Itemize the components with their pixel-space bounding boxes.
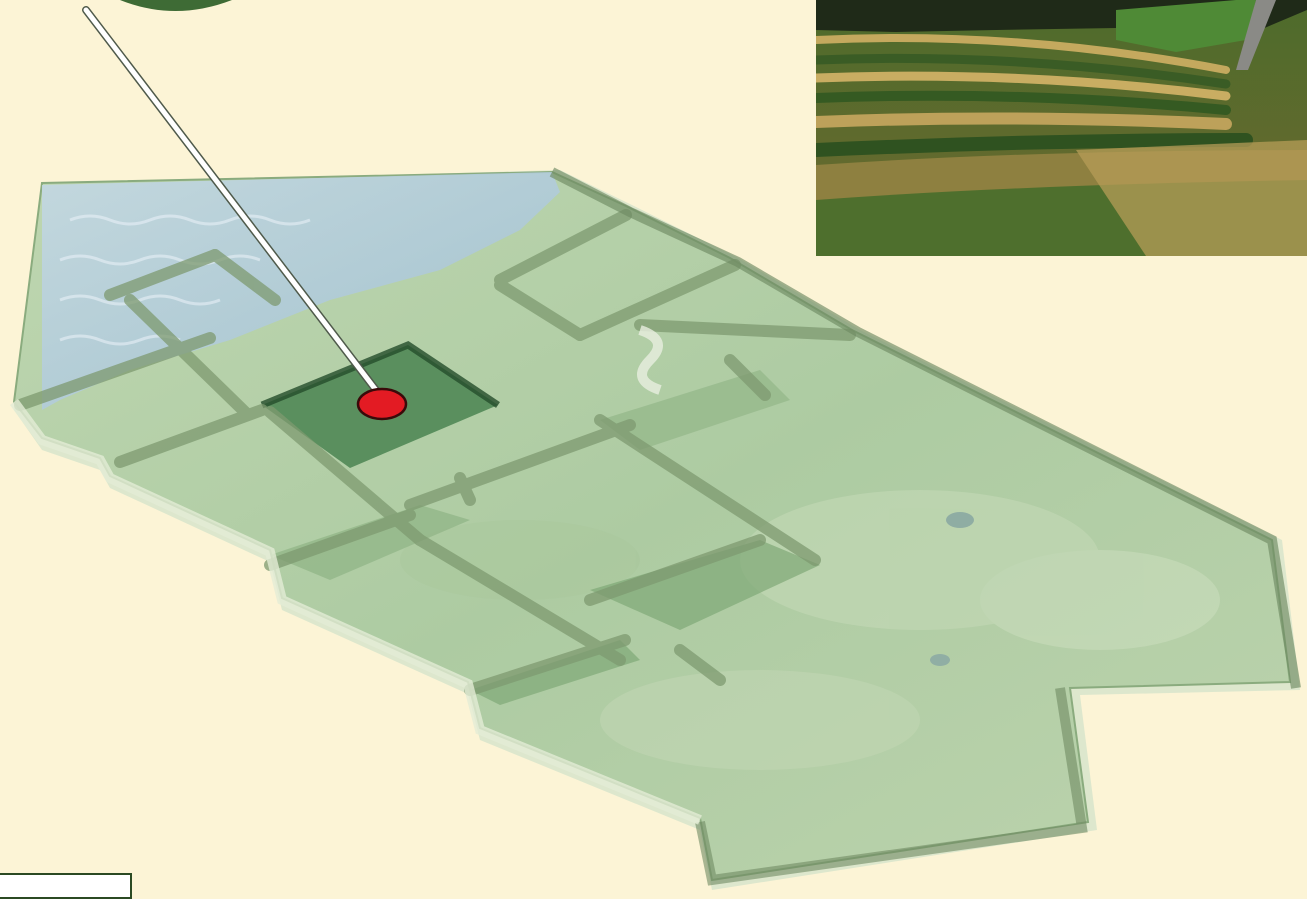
photo-inset: [816, 0, 1307, 256]
region-dark-center: [590, 540, 820, 630]
location-dot-icon: [356, 387, 408, 421]
water-texture: [59, 214, 311, 346]
river-bend: [637, 325, 663, 395]
map-rim: [549, 167, 1301, 689]
region-dark-mid: [600, 370, 790, 450]
leaf-callout-icon: [120, 0, 232, 11]
region-dark-west: [270, 505, 470, 580]
region-dark-south: [470, 640, 640, 705]
map-rim-west: [9, 399, 702, 825]
callout-line-inner: [83, 7, 385, 401]
hayfield-photo: [816, 0, 1307, 256]
map-rim-south: [695, 687, 1088, 886]
legend-box: [0, 873, 132, 899]
highlighted-region-wall: [260, 341, 500, 409]
terrain-texture: [400, 490, 1220, 770]
region-walls: [14, 209, 856, 696]
